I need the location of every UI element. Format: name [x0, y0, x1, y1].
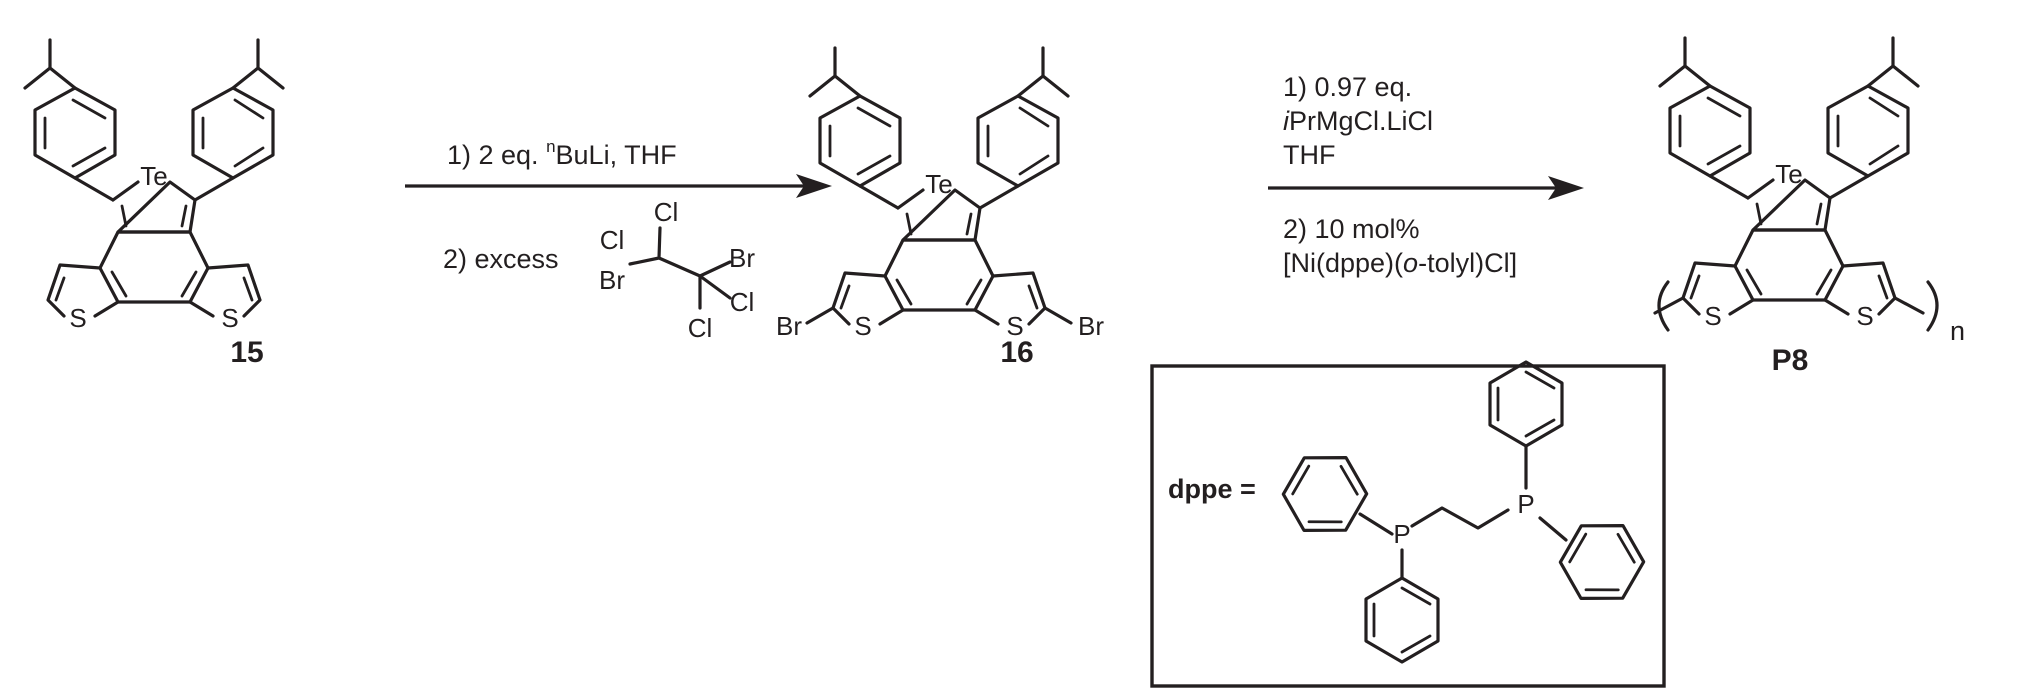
sulfur-atom-left: S	[69, 303, 86, 333]
step2-condition-1: 1) 0.97 eq.	[1283, 72, 1412, 102]
bromine-atom-right: Br	[1078, 311, 1104, 341]
sulfur-atom-right: S	[1006, 311, 1023, 341]
sulfur-atom-right: S	[1856, 301, 1873, 331]
tellurium-atom: Te	[925, 169, 952, 199]
step2-condition-3: THF	[1283, 140, 1335, 170]
compound-16: Te S S Br Br	[776, 46, 1104, 341]
phosphorus-atom-2: P	[1517, 489, 1534, 519]
svg-text:Br: Br	[599, 265, 625, 295]
polymer-brackets	[1657, 280, 1939, 332]
step2-condition-2: iPrMgCl.LiCl	[1283, 106, 1433, 136]
step2-condition-5: [Ni(dppe)(o-tolyl)Cl]	[1283, 248, 1517, 278]
compound-15-number: 15	[230, 336, 263, 369]
polymer-repeat-subscript: n	[1950, 316, 1965, 346]
svg-text:Br: Br	[729, 243, 755, 273]
svg-text:Cl: Cl	[688, 313, 713, 343]
compound-16-number: 16	[1000, 336, 1033, 369]
svg-text:Cl: Cl	[730, 287, 755, 317]
svg-text:Cl: Cl	[654, 197, 679, 227]
polymer-p8: Te S S	[1653, 36, 1925, 331]
compound-p8-number: P8	[1772, 344, 1809, 377]
compound-15: Te S S	[23, 38, 285, 333]
svg-text:Cl: Cl	[600, 225, 625, 255]
tellurium-atom: Te	[1775, 159, 1802, 189]
step1-condition-2: 2) excess	[443, 244, 559, 274]
dppe-legend-box	[1150, 364, 1666, 688]
phosphorus-atom-1: P	[1393, 519, 1410, 549]
dppe-label: dppe =	[1168, 474, 1256, 504]
sulfur-atom-right: S	[221, 303, 238, 333]
dibromotetrachloroethane-structure: Cl Cl Br Br Cl Cl	[599, 197, 755, 343]
step1-condition-1: 1) 2 eq. nBuLi, THF	[447, 137, 677, 170]
tellurium-atom: Te	[140, 161, 167, 191]
sulfur-atom-left: S	[1704, 301, 1721, 331]
dppe-structure: P P	[1271, 360, 1656, 664]
sulfur-atom-left: S	[854, 311, 871, 341]
reaction-arrow-2	[1268, 176, 1584, 200]
bromine-atom-left: Br	[776, 311, 802, 341]
reaction-arrow-1	[405, 174, 832, 198]
step2-condition-4: 2) 10 mol%	[1283, 214, 1420, 244]
